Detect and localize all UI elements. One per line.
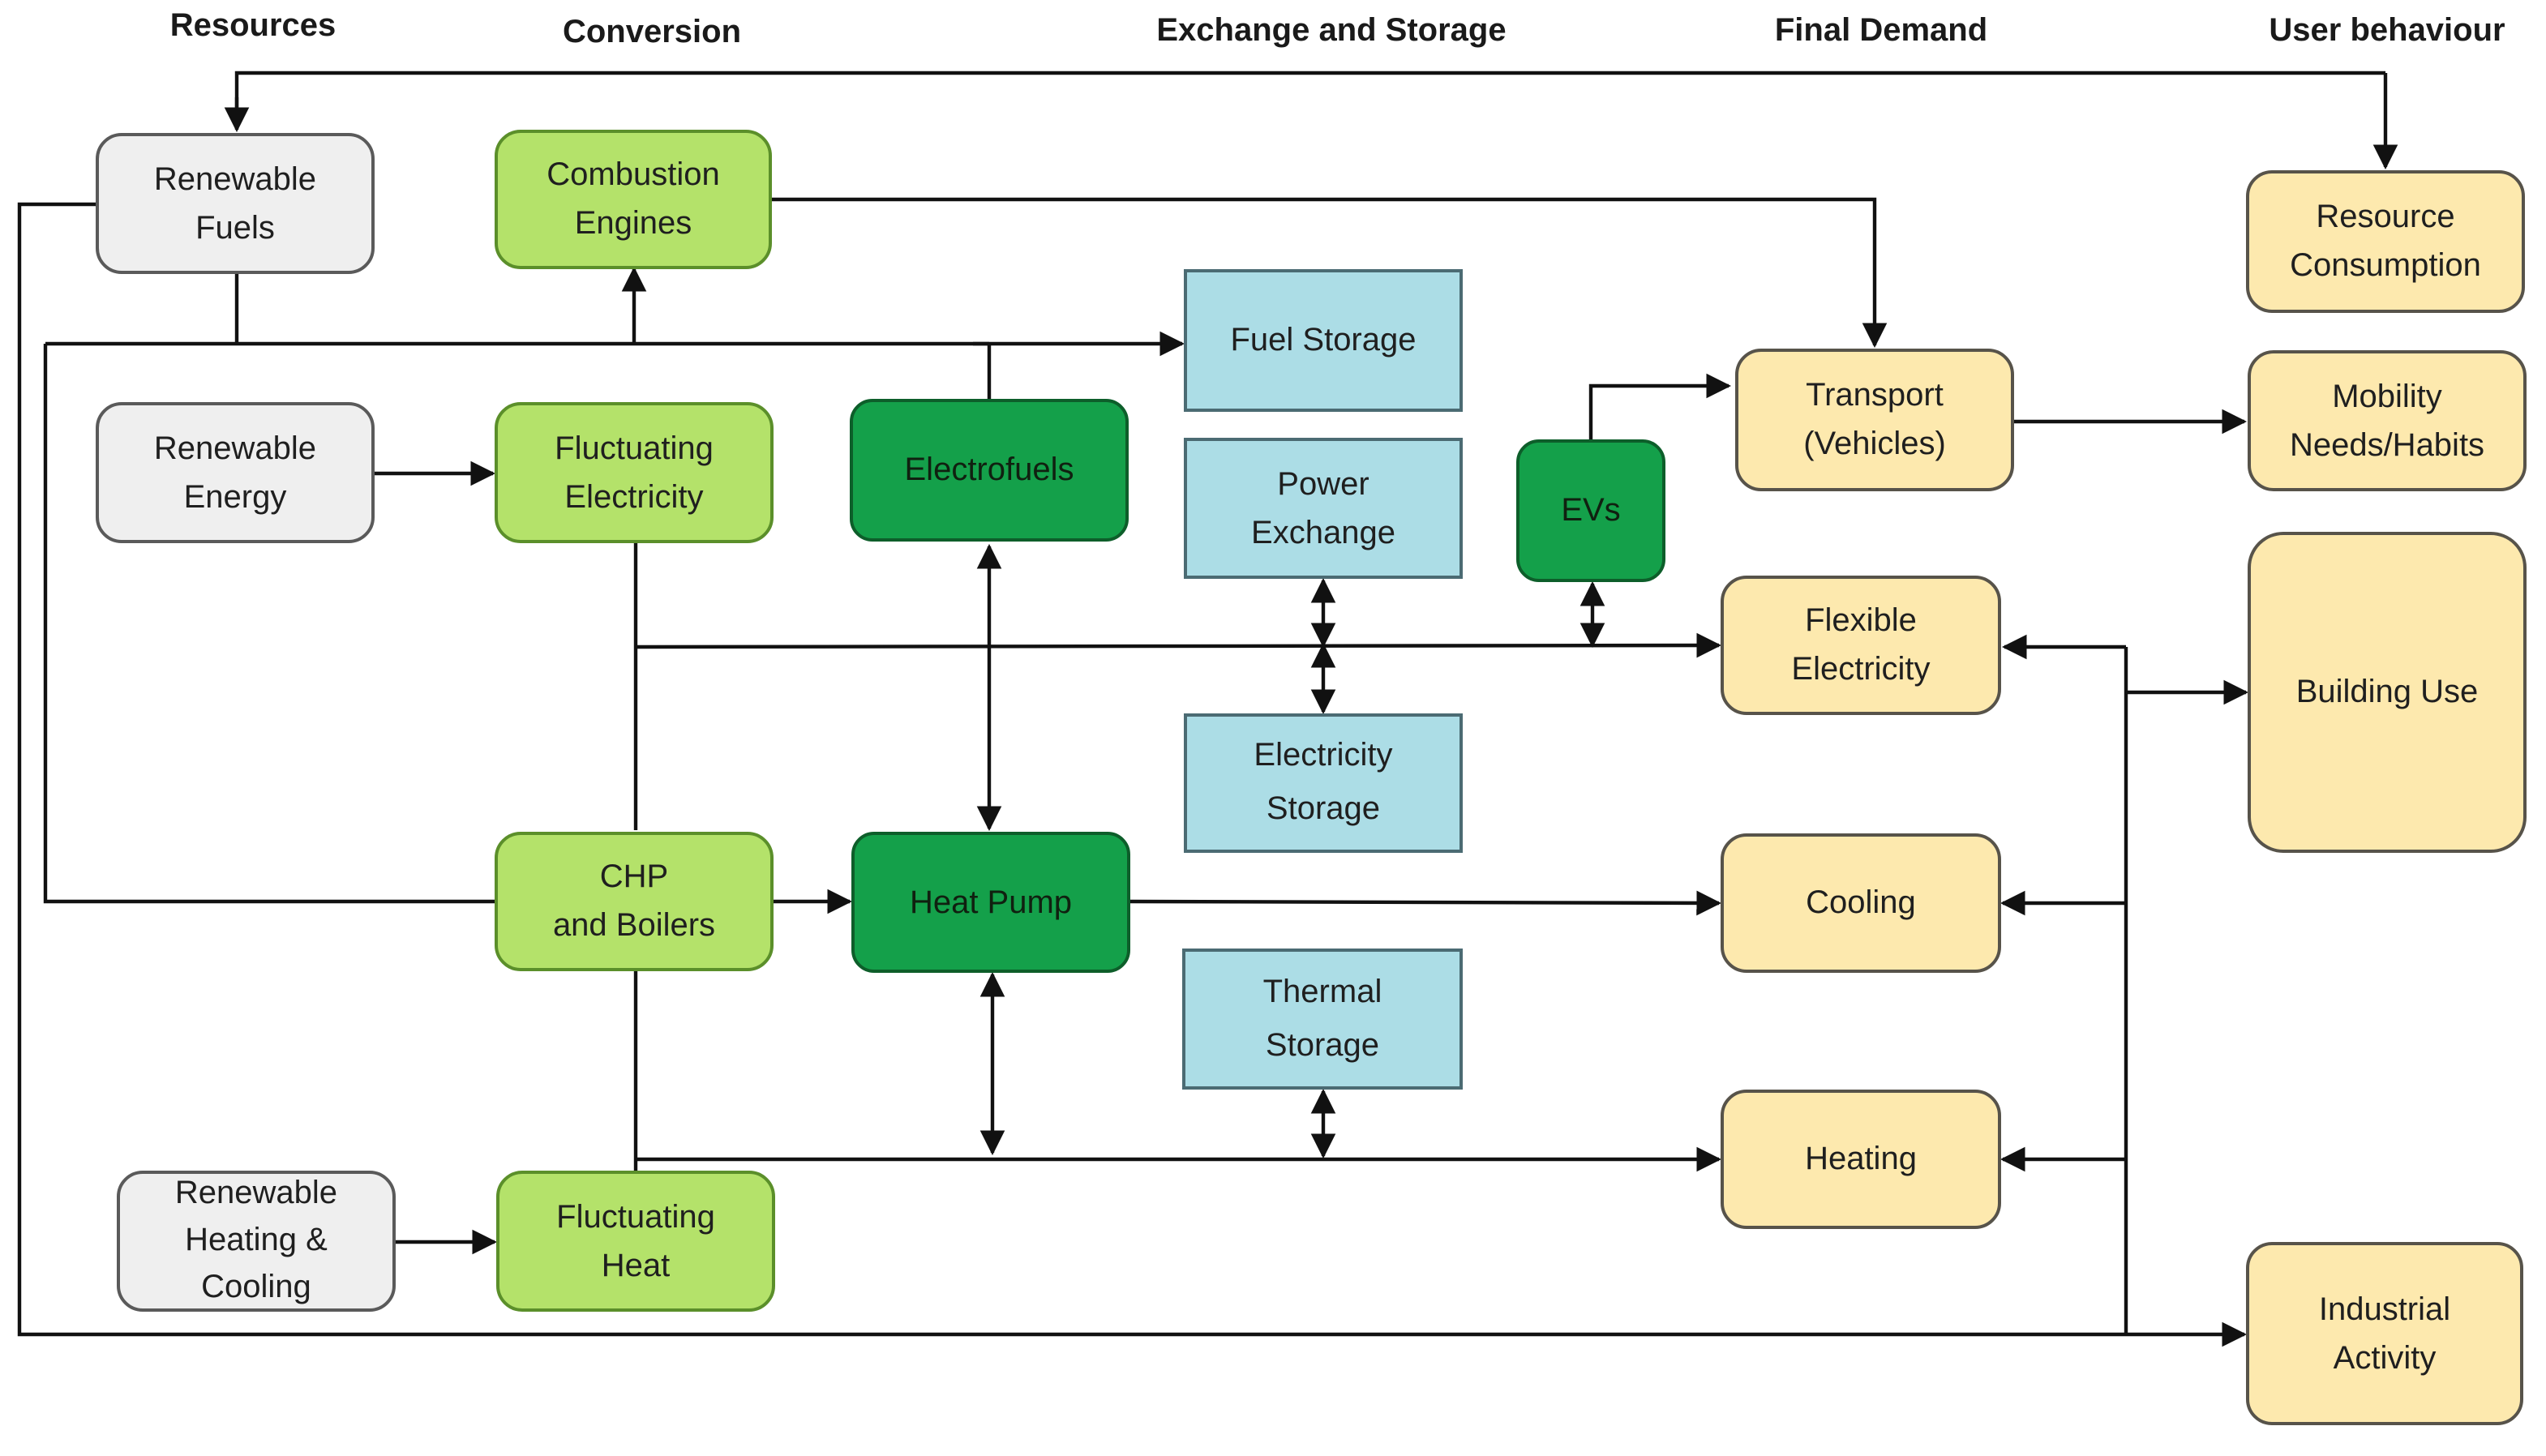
header-resources: Resources [169, 8, 336, 44]
node-electricity-storage: Electricity Storage [1184, 713, 1463, 853]
node-power-exchange: Power Exchange [1184, 438, 1463, 579]
arrow-heatpump-to-cooling [1129, 890, 1722, 916]
node-label: Combustion Engines [546, 157, 720, 242]
header-final-demand: Final Demand [1774, 13, 1988, 49]
node-label: Industrial Activity [2318, 1291, 2451, 1376]
node-heat-pump: Heat Pump [851, 832, 1130, 973]
electricity-bus [635, 632, 1722, 658]
node-label: Fluctuating Heat [556, 1199, 715, 1283]
node-combustion-engines: Combustion Engines [495, 130, 772, 269]
node-chp-and-boilers: CHP and Boilers [495, 832, 774, 971]
node-heating: Heating [1721, 1090, 2001, 1229]
header-user-behaviour: User behaviour [2269, 13, 2505, 49]
node-cooling: Cooling [1721, 833, 2001, 973]
node-label: Building Use [2295, 674, 2479, 710]
node-renewable-fuels: Renewable Fuels [96, 133, 375, 274]
line-combustion-to-transport [772, 197, 1888, 349]
node-label: EVs [1561, 493, 1621, 529]
node-label: Fuel Storage [1230, 323, 1417, 358]
node-renewable-heating-cooling: Renewable Heating & Cooling [117, 1171, 396, 1312]
arrow-evs-to-transport [1588, 373, 1732, 439]
node-transport-vehicles: Transport (Vehicles) [1735, 349, 2014, 491]
node-label: Resource Consumption [2290, 199, 2481, 284]
node-label: Electrofuels [904, 452, 1074, 488]
header-conversion: Conversion [562, 15, 742, 50]
node-evs: EVs [1516, 439, 1665, 582]
node-building-use: Building Use [2248, 532, 2527, 853]
node-label: CHP and Boilers [552, 859, 716, 944]
node-label: Renewable Energy [153, 430, 317, 515]
node-flexible-electricity: Flexible Electricity [1721, 576, 2001, 715]
node-label: Cooling [1806, 885, 1916, 921]
node-label: Flexible Electricity [1791, 603, 1931, 687]
node-label: Renewable Heating & Cooling [174, 1176, 338, 1305]
node-fluctuating-heat: Fluctuating Heat [496, 1171, 775, 1312]
node-label: Power Exchange [1251, 466, 1395, 550]
node-label: Transport (Vehicles) [1803, 378, 1946, 462]
node-label: Mobility Needs/Habits [2289, 379, 2485, 463]
node-industrial-activity: Industrial Activity [2246, 1242, 2523, 1425]
header-exchange-storage: Exchange and Storage [1156, 13, 1507, 49]
node-resource-consumption: Resource Consumption [2246, 170, 2525, 313]
feedback-line-top [234, 71, 2385, 126]
node-label: Renewable Fuels [153, 161, 317, 246]
node-mobility-needs-habits: Mobility Needs/Habits [2248, 350, 2527, 491]
line-outer-left [17, 202, 2129, 1337]
line-left-fuel-to-chp [43, 344, 495, 904]
node-label: Thermal Storage [1262, 974, 1382, 1063]
node-fuel-storage: Fuel Storage [1184, 269, 1463, 412]
node-thermal-storage: Thermal Storage [1182, 949, 1463, 1090]
node-fluctuating-electricity: Fluctuating Electricity [495, 402, 774, 543]
node-label: Fluctuating Electricity [555, 430, 714, 515]
node-electrofuels: Electrofuels [850, 399, 1129, 542]
node-label: Heating [1805, 1141, 1917, 1177]
node-label: Heat Pump [909, 884, 1073, 920]
node-renewable-energy: Renewable Energy [96, 402, 375, 543]
node-label: Electricity Storage [1254, 738, 1393, 827]
